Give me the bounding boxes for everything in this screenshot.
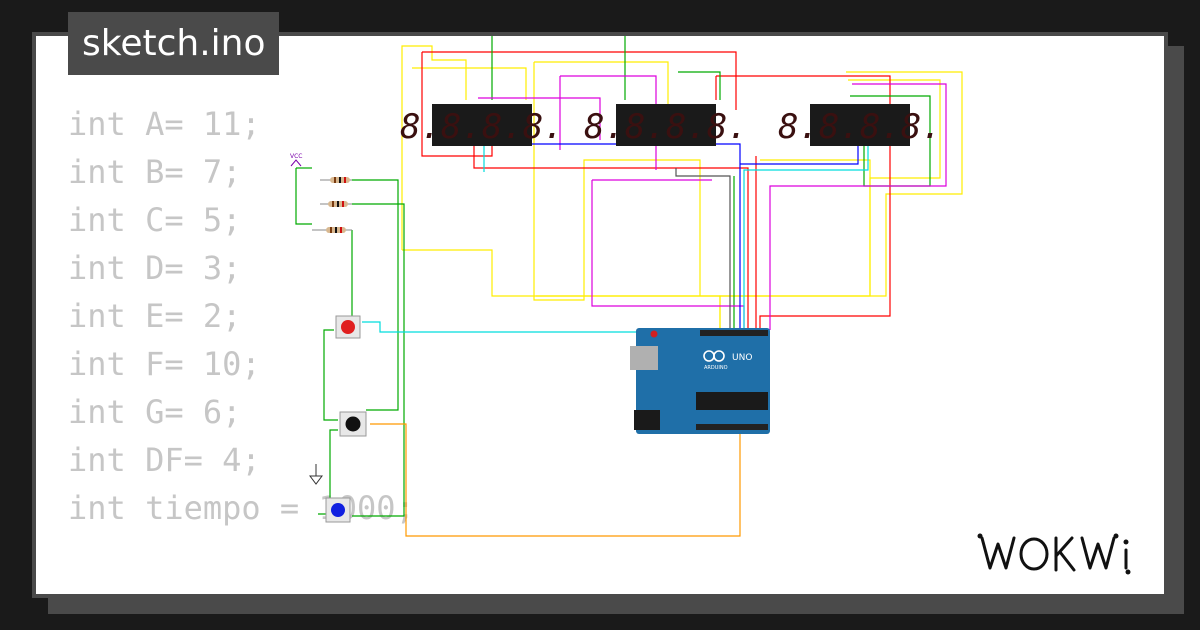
svg-text:VCC: VCC: [290, 153, 302, 160]
code-line: int D= 3;: [68, 249, 242, 287]
seven-segment-display: 8.8.8.8.: [400, 104, 564, 147]
pushbutton-red[interactable]: [335, 315, 361, 339]
svg-text:8.8.8.8.: 8.8.8.8.: [400, 107, 564, 147]
svg-text:UNO: UNO: [732, 353, 752, 363]
code-line: int F= 10;: [68, 345, 261, 383]
pushbutton-black[interactable]: [339, 411, 367, 437]
resistor: [320, 201, 352, 207]
vcc-symbol: VCC: [290, 153, 302, 167]
code-line: int C= 5;: [68, 201, 242, 239]
seven-segment-display: 8.8.8.8.: [778, 104, 942, 147]
seven-segment-display: 8.8.8.8.: [584, 104, 748, 147]
code-line: int DF= 4;: [68, 441, 261, 479]
code-background: int A= 11; int B= 7; int C= 5; int D= 3;…: [68, 100, 415, 532]
pushbutton-blue[interactable]: [325, 497, 351, 523]
code-line: int E= 2;: [68, 297, 242, 335]
wokwi-logo: [977, 533, 1131, 575]
code-line: int A= 11;: [68, 105, 261, 143]
sketch-title: sketch.ino: [68, 12, 280, 75]
svg-text:8.8.8.8.: 8.8.8.8.: [584, 107, 748, 147]
ground-symbol: [309, 464, 323, 485]
code-line: int B= 7;: [68, 153, 242, 191]
resistor: [320, 177, 352, 183]
code-line: int G= 6;: [68, 393, 242, 431]
svg-text:8.8.8.8.: 8.8.8.8.: [778, 107, 942, 147]
resistor: [312, 227, 352, 233]
arduino-uno-board: UNO ARDUINO: [630, 328, 770, 434]
svg-text:ARDUINO: ARDUINO: [704, 365, 728, 371]
